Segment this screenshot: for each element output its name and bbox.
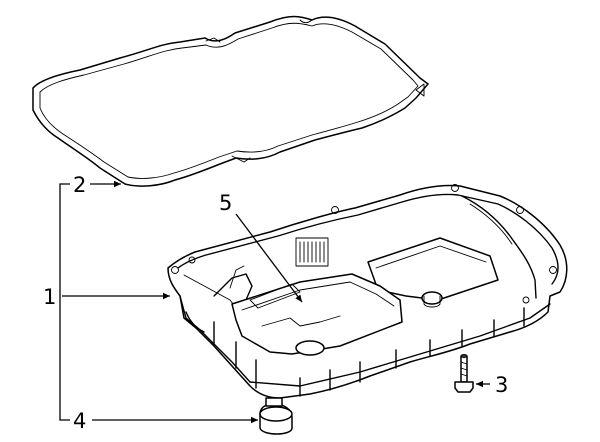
bolt <box>454 354 474 393</box>
callout-1: 1 <box>43 285 56 309</box>
callout-3: 3 <box>495 373 508 397</box>
callout-4: 4 <box>73 409 86 433</box>
gasket <box>32 15 429 187</box>
leader-lines <box>59 180 490 424</box>
callout-2: 2 <box>73 173 86 197</box>
callout-5: 5 <box>219 191 232 215</box>
drain-plug <box>259 397 293 435</box>
filter <box>231 273 403 356</box>
